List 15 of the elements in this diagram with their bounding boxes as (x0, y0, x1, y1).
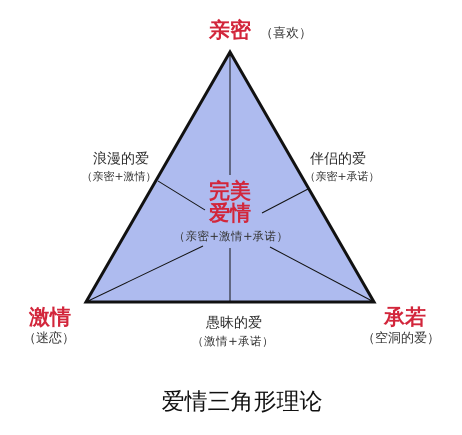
parenthetical-note: （喜欢） (260, 26, 312, 42)
side-label: 伴侣的爱 (310, 151, 366, 168)
parenthetical-note: （亲密+承诺） (304, 170, 380, 183)
side-label: 浪漫的爱 (93, 151, 149, 168)
corner-label: 承若 (384, 305, 426, 330)
parenthetical-note: （亲密+激情+承诺） (173, 229, 289, 243)
parenthetical-note: （迷恋） (23, 331, 75, 347)
center-heading: 完美爱情 (208, 180, 252, 224)
parenthetical-note: （亲密+激情） (81, 170, 157, 183)
parenthetical-note: （空洞的爱） (362, 331, 440, 347)
caption: 爱情三角形理论 (162, 389, 322, 416)
corner-label: 亲密 (209, 18, 251, 43)
parenthetical-note: （激情+承诺） (192, 334, 274, 348)
side-label: 愚昧的爱 (206, 315, 262, 332)
corner-label: 激情 (29, 305, 71, 330)
